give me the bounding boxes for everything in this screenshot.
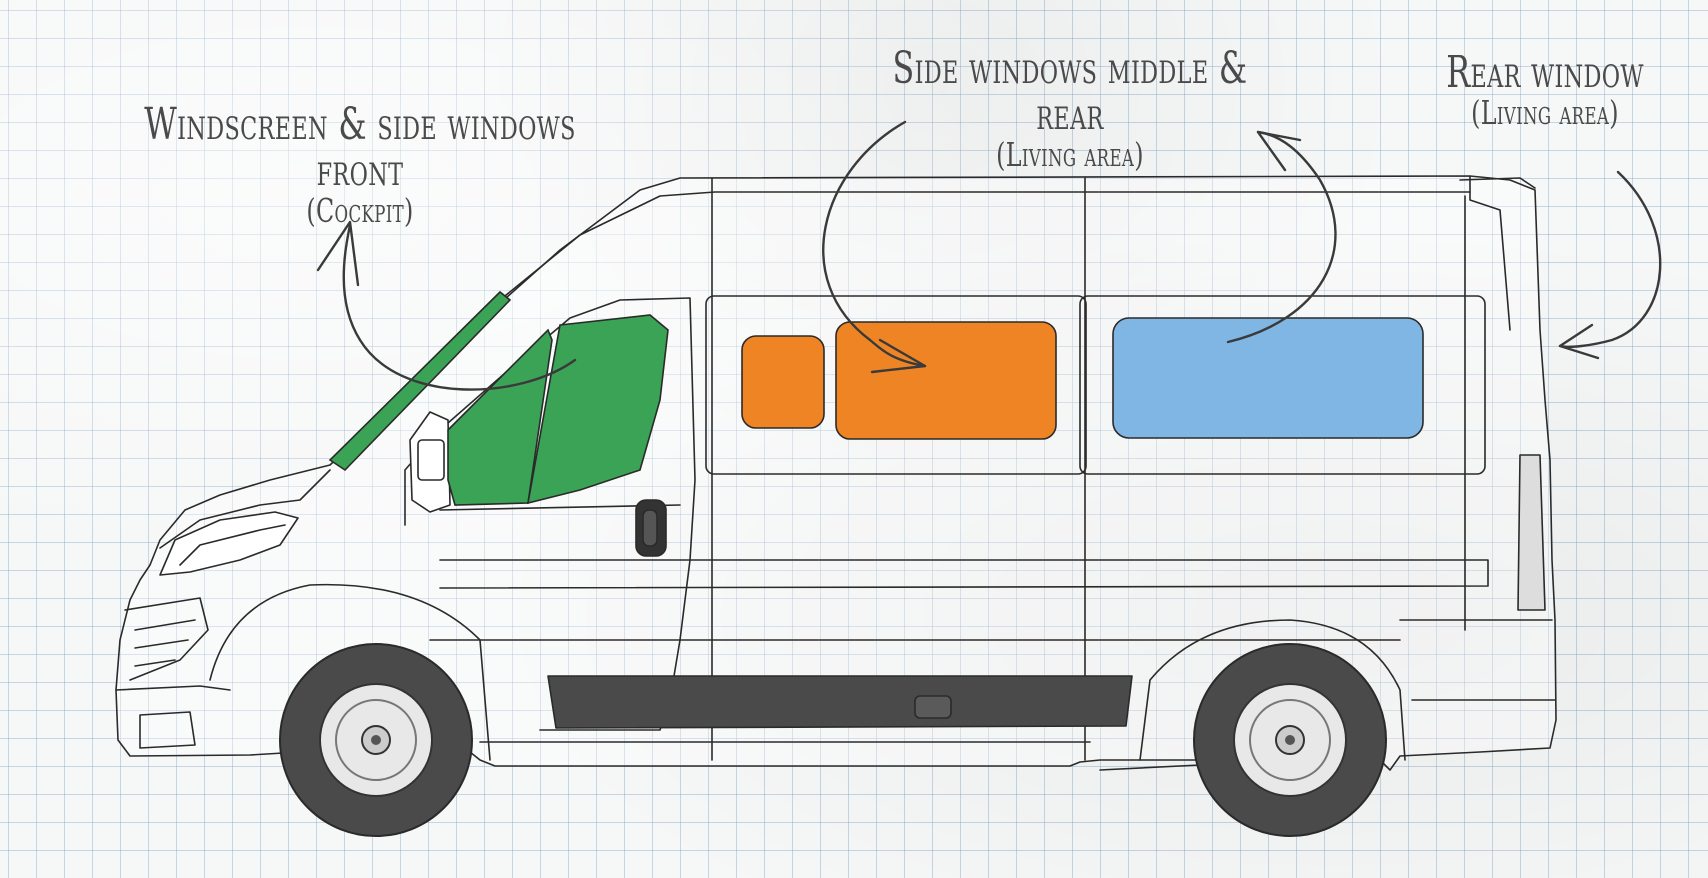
label-rear-sub: (Living area) (1471, 93, 1619, 133)
windscreen (328, 290, 512, 472)
rear-wheel (1193, 643, 1387, 837)
rear-side-window (1112, 317, 1424, 439)
label-rear-title: Rear window (1446, 47, 1644, 98)
door-handle-inner (642, 509, 658, 547)
front-grille (124, 597, 209, 681)
tail-light (1517, 454, 1546, 611)
arrow-rear (1558, 170, 1662, 348)
arrow-front-head (316, 220, 360, 287)
roof-rail (1469, 175, 1511, 331)
cab-door-window (526, 314, 669, 505)
fuel-cap (914, 695, 952, 719)
label-side-sub: (Living area) (996, 135, 1144, 175)
arrow-rear-side-head (1256, 130, 1302, 172)
rear-side-window-frame (1079, 295, 1486, 475)
arrow-middle-head (870, 338, 927, 374)
label-rear-window: Rear window (Living area) (1405, 47, 1685, 133)
label-side-windows: Side windows middle & rear (Living area) (770, 43, 1370, 175)
middle-window-frame (705, 295, 1087, 475)
front-wheel (279, 643, 473, 837)
rear-bumper (1399, 619, 1556, 701)
arrow-rear-side (1226, 130, 1337, 344)
body-crease-upper (439, 559, 1489, 589)
arrow-middle (822, 120, 927, 368)
label-side-title: Side windows middle & rear (892, 43, 1248, 141)
headlight (159, 511, 299, 576)
side-protection-strip (547, 675, 1133, 729)
fender-front (209, 583, 491, 761)
mirror-glass (417, 439, 445, 481)
grille-slats (134, 619, 196, 667)
roof-spoiler (1459, 177, 1536, 189)
roof-line (499, 191, 1471, 301)
arrow-rear-head (1558, 323, 1600, 360)
headlight-inner (179, 524, 286, 566)
label-front-sub: (Cockpit) (306, 191, 414, 231)
arrow-front (342, 223, 577, 391)
middle-small-window (741, 335, 825, 429)
fog-light (139, 711, 196, 749)
middle-large-window (835, 321, 1057, 440)
bonnet-line (159, 469, 331, 549)
bumper-line (115, 685, 231, 691)
rear-fender (1139, 619, 1406, 761)
label-front-title: Windscreen & side windows front (144, 99, 576, 197)
side-step (1099, 764, 1201, 771)
label-front-windows: Windscreen & side windows front (Cockpit… (40, 99, 680, 231)
